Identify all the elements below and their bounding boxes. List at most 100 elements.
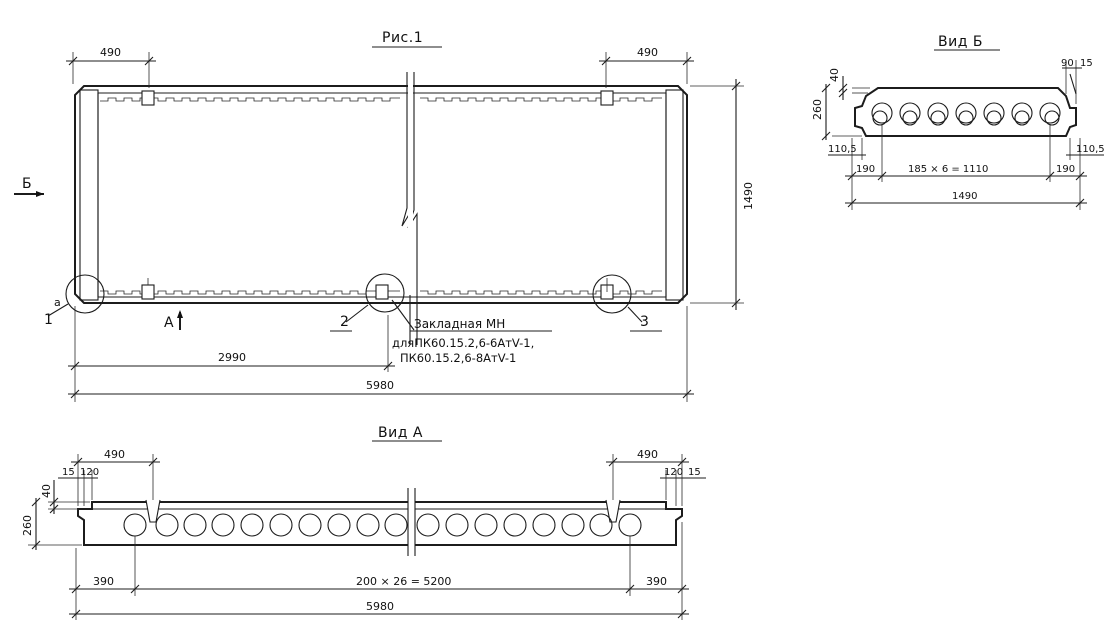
dim-tick <box>383 361 393 371</box>
bottom-key-right <box>420 290 662 295</box>
right-end-strip <box>665 89 684 301</box>
dim-a-length-label: 5980 <box>366 600 394 613</box>
void <box>445 513 469 537</box>
callout-leader-3 <box>627 306 643 323</box>
dim-tick <box>847 171 857 181</box>
view-marker-a: А <box>164 315 174 331</box>
void <box>1011 102 1033 124</box>
void-inner <box>930 110 946 126</box>
dim-tick <box>731 81 741 91</box>
void <box>183 513 207 537</box>
void <box>589 513 613 537</box>
dim-tick <box>31 540 41 550</box>
dim-b-15-label: 15 <box>1080 58 1093 69</box>
dim-leader-15 <box>1069 73 1077 95</box>
section-b-outline <box>854 87 1077 137</box>
dim-tick <box>677 609 687 619</box>
dim-tick <box>821 83 831 93</box>
dim-tick <box>821 131 831 141</box>
callout-circle-1a <box>65 274 105 314</box>
dim-tick <box>625 584 635 594</box>
dim-b-span-label: 185 × 6 = 1110 <box>908 164 988 175</box>
void <box>927 102 949 124</box>
dim-tick <box>838 88 848 98</box>
void <box>532 513 556 537</box>
dim-a-120-left-label: 120 <box>80 467 99 478</box>
lifting-plate-bl <box>141 284 155 300</box>
void-inner <box>1044 110 1060 126</box>
bottom-key-left <box>100 290 400 295</box>
dim-b-width-label: 1490 <box>952 191 977 202</box>
dim-a-15-left-label: 15 <box>62 467 75 478</box>
callout-circle-2 <box>365 273 405 313</box>
dim-tick <box>847 198 857 208</box>
dim-tick <box>130 584 140 594</box>
slab-outline <box>74 85 688 304</box>
lifting-loop-right <box>605 499 621 523</box>
void <box>871 102 893 124</box>
void <box>211 513 235 537</box>
dim-490-right-label: 490 <box>637 46 658 59</box>
view-a-title: Вид А <box>378 425 423 441</box>
void <box>983 102 1005 124</box>
void <box>474 513 498 537</box>
lifting-plate-tl <box>141 90 155 106</box>
dim-tick <box>49 497 59 507</box>
dim-a-span-label: 200 × 26 = 5200 <box>356 575 451 588</box>
callout-leader-1a <box>47 303 69 317</box>
void <box>269 513 293 537</box>
void <box>123 513 147 537</box>
dim-b-110-right-label: 110,5 <box>1076 144 1105 155</box>
void <box>955 102 977 124</box>
void <box>416 513 440 537</box>
void <box>356 513 380 537</box>
view-marker-a-arrowhead <box>177 310 183 318</box>
dim-tick <box>73 457 83 467</box>
dim-tick <box>677 584 687 594</box>
top-key-right <box>420 97 662 102</box>
view-b: Вид Б 40 260 <box>811 34 1105 210</box>
dim-tick <box>71 609 81 619</box>
embedded-plate-mid <box>375 284 389 300</box>
dim-a-15-right-label: 15 <box>688 467 701 478</box>
dim-b-110-left-label: 110,5 <box>828 144 857 155</box>
dim-tick <box>68 56 78 66</box>
void <box>327 513 351 537</box>
note-leader <box>391 299 415 331</box>
dim-a-390-left-label: 390 <box>93 575 114 588</box>
void-inner <box>902 110 918 126</box>
callout-2-label: 2 <box>340 314 349 330</box>
dim-5980-label: 5980 <box>366 379 394 392</box>
break-gap <box>408 80 413 295</box>
callout-leader-2 <box>345 304 369 323</box>
dim-tick <box>1075 198 1085 208</box>
dim-b-190-right-label: 190 <box>1056 164 1075 175</box>
void <box>618 513 642 537</box>
figure-title: Рис.1 <box>382 30 423 46</box>
dim-tick <box>148 457 158 467</box>
dim-tick <box>877 171 887 181</box>
void-inner <box>1014 110 1030 126</box>
top-key-left <box>100 97 400 102</box>
callout-1a-label: 1 <box>44 312 53 328</box>
void <box>503 513 527 537</box>
void <box>899 102 921 124</box>
dim-tick <box>70 389 80 399</box>
dim-a-120-right-label: 120 <box>664 467 683 478</box>
callout-3-label: 3 <box>640 314 649 330</box>
callout-circle-3 <box>592 274 632 314</box>
note-line-1: Закладная МН <box>414 317 505 331</box>
dim-tick <box>70 361 80 371</box>
lifting-loop-left <box>145 499 161 523</box>
dim-tick <box>49 504 59 514</box>
dim-tick <box>31 497 41 507</box>
dim-tick <box>71 584 81 594</box>
note-line-3: ПК60.15.2,6-8АтV-1 <box>400 351 516 365</box>
void-inner <box>958 110 974 126</box>
dim-tick <box>838 83 848 93</box>
void <box>1039 102 1061 124</box>
void <box>240 513 264 537</box>
dim-tick <box>1075 171 1085 181</box>
dim-a-490-left-label: 490 <box>104 448 125 461</box>
